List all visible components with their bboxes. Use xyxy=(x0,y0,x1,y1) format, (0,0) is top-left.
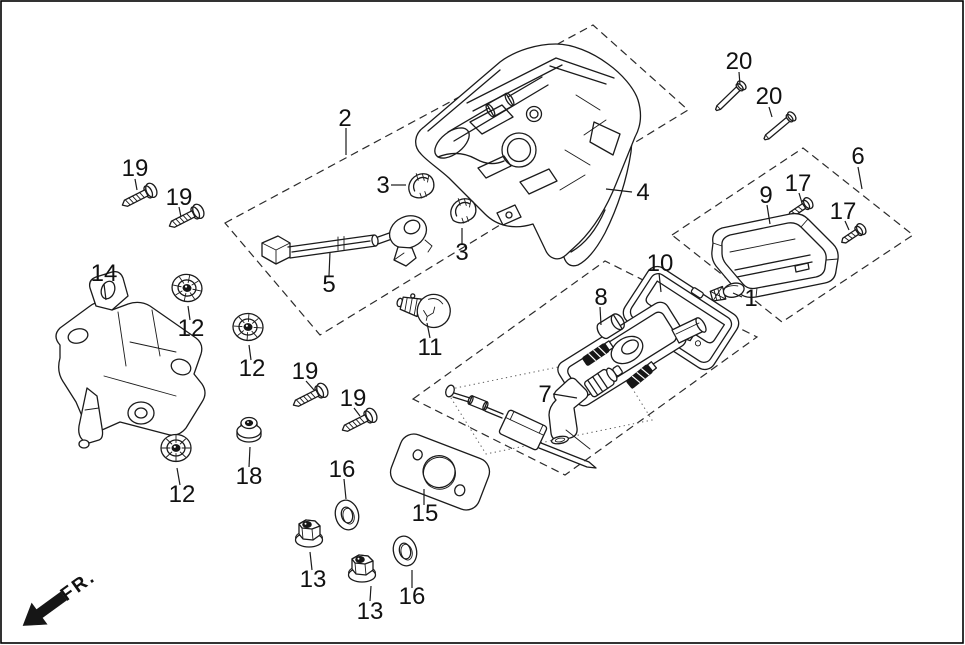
callout-16-2: 16 xyxy=(399,583,426,610)
callout-19-3: 19 xyxy=(292,358,319,385)
callout-6: 6 xyxy=(851,143,864,170)
part-5-socket-stay xyxy=(261,215,433,267)
part-18-nut xyxy=(236,416,262,443)
part-13-nut-2 xyxy=(347,554,377,583)
callout-11: 11 xyxy=(418,334,443,361)
callout-13-1: 13 xyxy=(300,566,327,593)
callout-19-4: 19 xyxy=(340,385,367,412)
callout-10: 10 xyxy=(647,250,674,277)
callout-9: 9 xyxy=(759,182,772,209)
callout-3-1: 3 xyxy=(376,172,389,199)
callout-4: 4 xyxy=(636,179,649,206)
callout-17-1: 17 xyxy=(785,170,812,197)
leader-lines xyxy=(103,71,863,602)
callout-20-1: 20 xyxy=(726,48,753,75)
callout-2: 2 xyxy=(338,105,351,132)
callout-19-2: 19 xyxy=(166,184,193,211)
part-14-bracket xyxy=(55,270,206,449)
part-1-wedge-bulb xyxy=(709,282,745,302)
callout-labels: 2 19 19 3 3 4 5 11 20 20 6 17 17 9 1 10 … xyxy=(91,48,865,625)
part-15-plate xyxy=(389,433,491,511)
callout-13-2: 13 xyxy=(357,598,384,625)
callout-20-2: 20 xyxy=(756,83,783,110)
callout-19-1: 19 xyxy=(122,155,149,182)
part-12-grommet-3 xyxy=(160,433,192,463)
part-7-bulb-socket xyxy=(548,365,623,450)
group-box-part8-10 xyxy=(411,260,759,476)
part-13-nut-1 xyxy=(294,519,324,548)
part-9-license-lens xyxy=(711,212,839,299)
callout-3-2: 3 xyxy=(455,239,468,266)
callout-14: 14 xyxy=(91,260,118,287)
fr-arrow-icon xyxy=(22,591,67,626)
callout-18: 18 xyxy=(236,463,263,490)
part-11-bulb xyxy=(396,293,451,329)
callout-16-1: 16 xyxy=(329,456,356,483)
callout-7: 7 xyxy=(538,381,551,408)
callout-8: 8 xyxy=(594,284,607,311)
callout-12-2: 12 xyxy=(239,355,266,382)
callout-15: 15 xyxy=(412,500,439,527)
callout-12-3: 12 xyxy=(169,481,196,508)
dotted-box-harness xyxy=(445,355,653,455)
wire-harness xyxy=(445,384,597,469)
callout-5: 5 xyxy=(322,271,335,298)
callout-17-2: 17 xyxy=(830,198,857,225)
callout-1: 1 xyxy=(744,285,757,312)
callout-12-1: 12 xyxy=(178,315,205,342)
part-2-tail-light-housing xyxy=(415,43,642,260)
